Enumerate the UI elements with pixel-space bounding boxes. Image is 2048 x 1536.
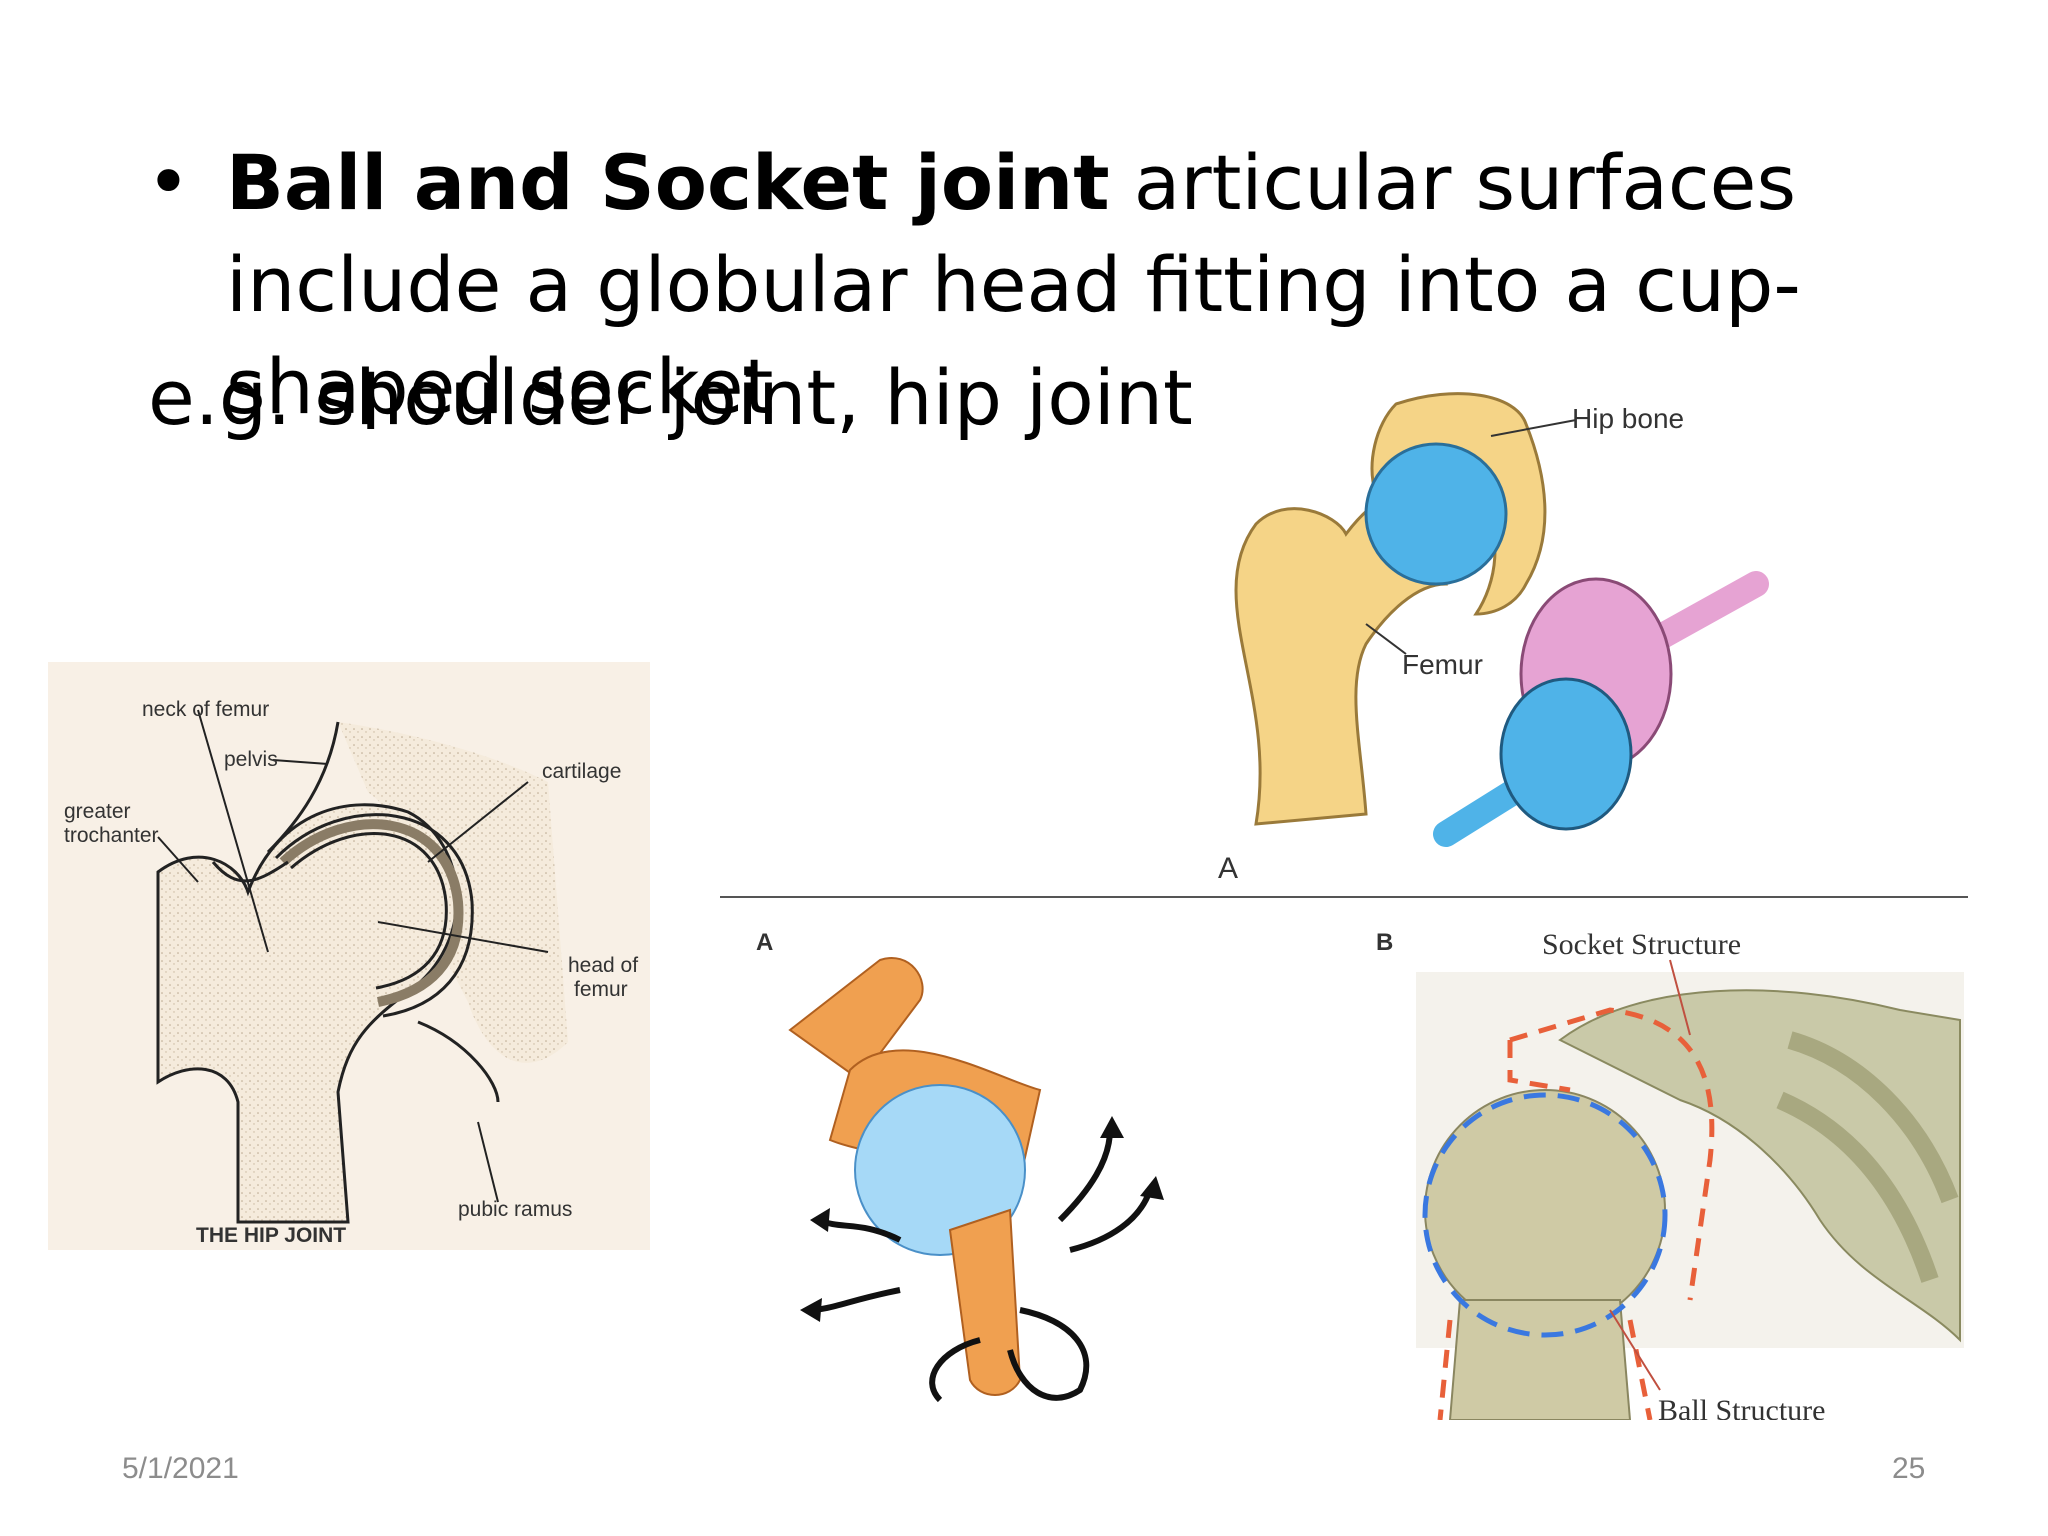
socket-dashed-outline [1509,1007,1715,1301]
panel-label-b: B [1376,929,1393,956]
humerus-shaft [1448,1299,1632,1420]
label-greater: greater [64,800,131,823]
rib-1 [1787,1031,1959,1204]
ball [854,1084,1026,1256]
figure-divider [720,896,1968,898]
label-head-of: head of [568,954,638,977]
label-neck-of-femur: neck of femur [142,698,269,721]
label-femur: femur [574,978,628,1001]
page-number: 25 [1892,1452,1926,1485]
cartilage-arc [279,819,464,1007]
bullet-description: articular surfaces include a globular he… [226,138,1801,431]
panel-label-a: A [756,929,773,956]
ball-socket-model: A [756,929,1164,1403]
bullet-text: Ball and Socket joint articular surfaces… [226,132,1986,438]
label-pubic-ramus: pubic ramus [458,1198,572,1221]
label-femur-bone: Femur [1402,649,1483,680]
ball-rod [948,1208,1022,1396]
label-socket-structure: Socket Structure [1542,928,1741,961]
hip-joint-diagram: neck of femur pelvis cartilage greater t… [48,662,650,1250]
example-text: e.g. shoulder joint, hip joint [148,353,1193,442]
bullet-marker: • [146,137,191,226]
shoulder-anatomy-figure: B Socket Structure Ball Structure [1376,928,1964,1420]
label-cartilage: cartilage [542,760,621,783]
ball-head [1499,677,1633,831]
bullet-bold-term: Ball and Socket joint [226,138,1110,227]
panel-label-a-top: A [1218,852,1238,884]
femur-shape [1234,488,1448,826]
diagram-caption: THE HIP JOINT [196,1224,346,1247]
label-ball-structure: Ball Structure [1658,1394,1825,1420]
socket-stem [788,957,924,1082]
femoral-head [1364,442,1508,586]
ball-dashed-outline [1422,1092,1668,1338]
footer-date: 5/1/2021 [122,1452,239,1485]
rib-2 [1776,1091,1939,1283]
label-pelvis: pelvis [224,748,278,771]
femur-hip-figure: Hip bone Femur A [1218,392,1769,884]
label-hip-bone: Hip bone [1572,403,1684,434]
label-trochanter: trochanter [64,824,159,847]
